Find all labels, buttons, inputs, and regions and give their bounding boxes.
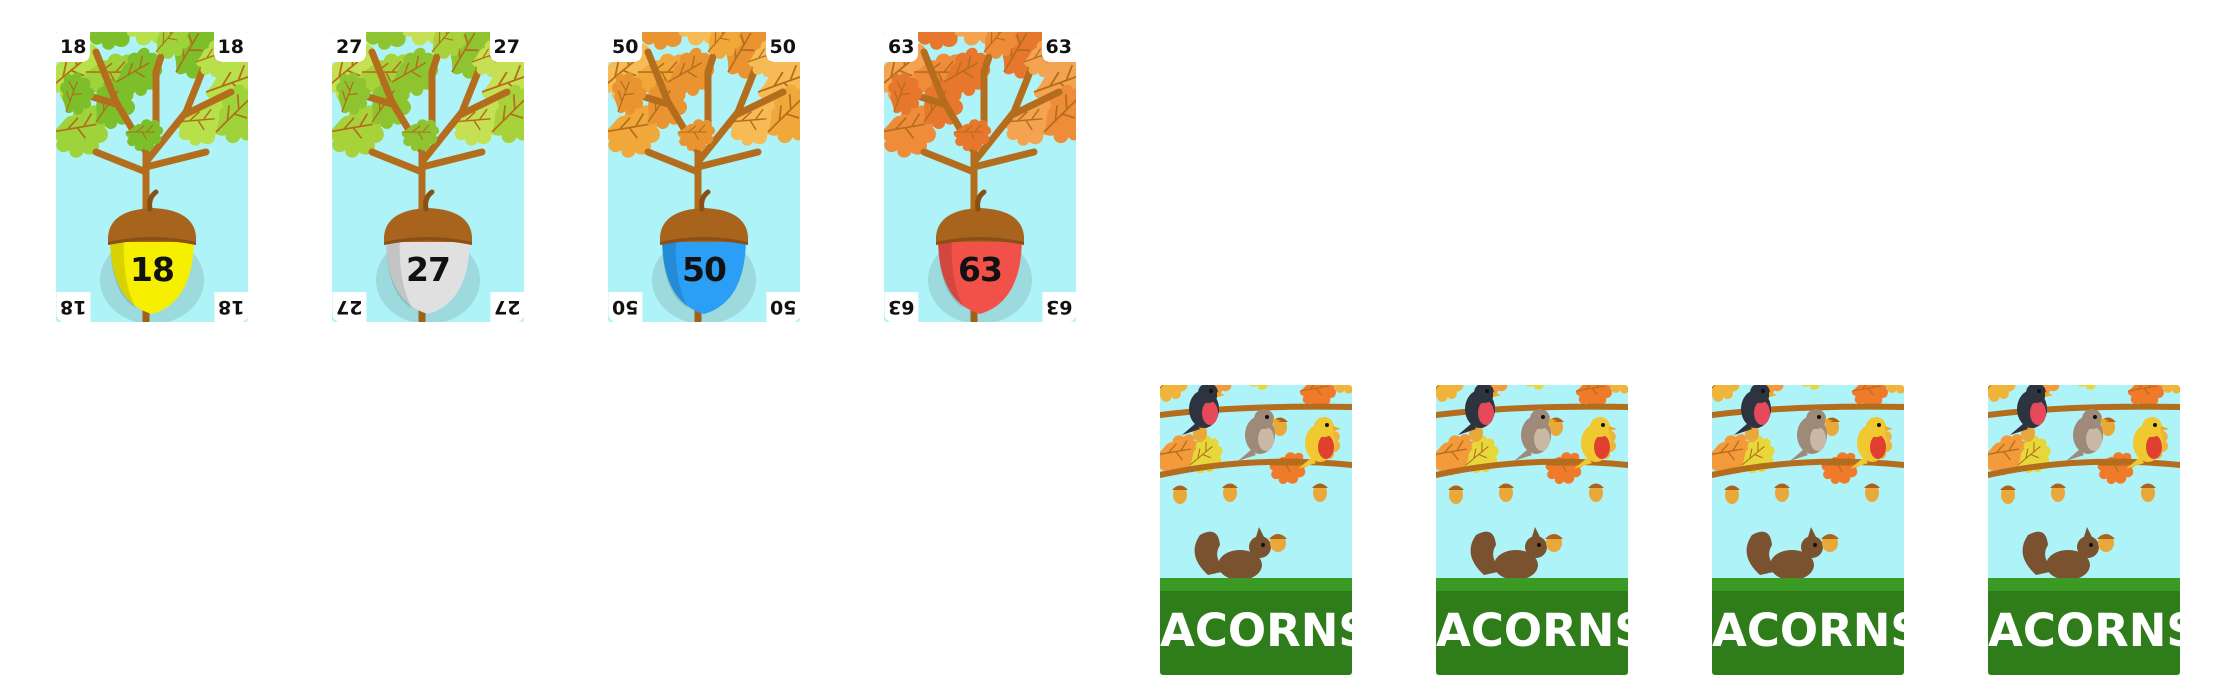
card-back-3[interactable]: ACORNS [1712, 385, 1904, 675]
corner-value-top-left: 63 [884, 32, 919, 62]
card-face-1[interactable]: 18 18 18 18 18 [56, 32, 248, 322]
corner-value-bottom-right: 50 [765, 292, 800, 322]
acorn-value: 18 [130, 250, 175, 289]
corner-value-top-right: 63 [1041, 32, 1076, 62]
corner-value-bottom-right: 63 [1041, 292, 1076, 322]
card-back-2[interactable]: ACORNS [1436, 385, 1628, 675]
title-band [1160, 578, 1352, 675]
corner-value-top-left: 18 [56, 32, 91, 62]
corner-value-bottom-left: 27 [332, 292, 367, 322]
card-back-4[interactable]: ACORNS [1988, 385, 2180, 675]
acorn-value: 27 [406, 250, 451, 289]
title-band [1436, 578, 1628, 675]
corner-value-top-left: 27 [332, 32, 367, 62]
title-band [1712, 578, 1904, 675]
title-band [1988, 578, 2180, 675]
corner-value-bottom-right: 18 [213, 292, 248, 322]
corner-value-bottom-left: 63 [884, 292, 919, 322]
corner-value-top-right: 18 [213, 32, 248, 62]
card-face-3[interactable]: 50 50 50 50 50 [608, 32, 800, 322]
card-back-1[interactable]: ACORNS [1160, 385, 1352, 675]
card-face-4[interactable]: 63 63 63 63 63 [884, 32, 1076, 322]
card-back-title: ACORNS [1436, 604, 1628, 657]
oak-branch-illustration [56, 32, 248, 322]
corner-value-bottom-left: 18 [56, 292, 91, 322]
corner-value-bottom-left: 50 [608, 292, 643, 322]
corner-value-top-left: 50 [608, 32, 643, 62]
corner-value-top-right: 50 [765, 32, 800, 62]
card-back-title: ACORNS [1160, 604, 1352, 657]
corner-value-top-right: 27 [489, 32, 524, 62]
corner-value-bottom-right: 27 [489, 292, 524, 322]
card-back-title: ACORNS [1988, 604, 2180, 657]
acorn-value: 50 [682, 250, 727, 289]
card-back-title: ACORNS [1712, 604, 1904, 657]
acorn-value: 63 [958, 250, 1003, 289]
card-face-2[interactable]: 27 27 27 27 27 [332, 32, 524, 322]
